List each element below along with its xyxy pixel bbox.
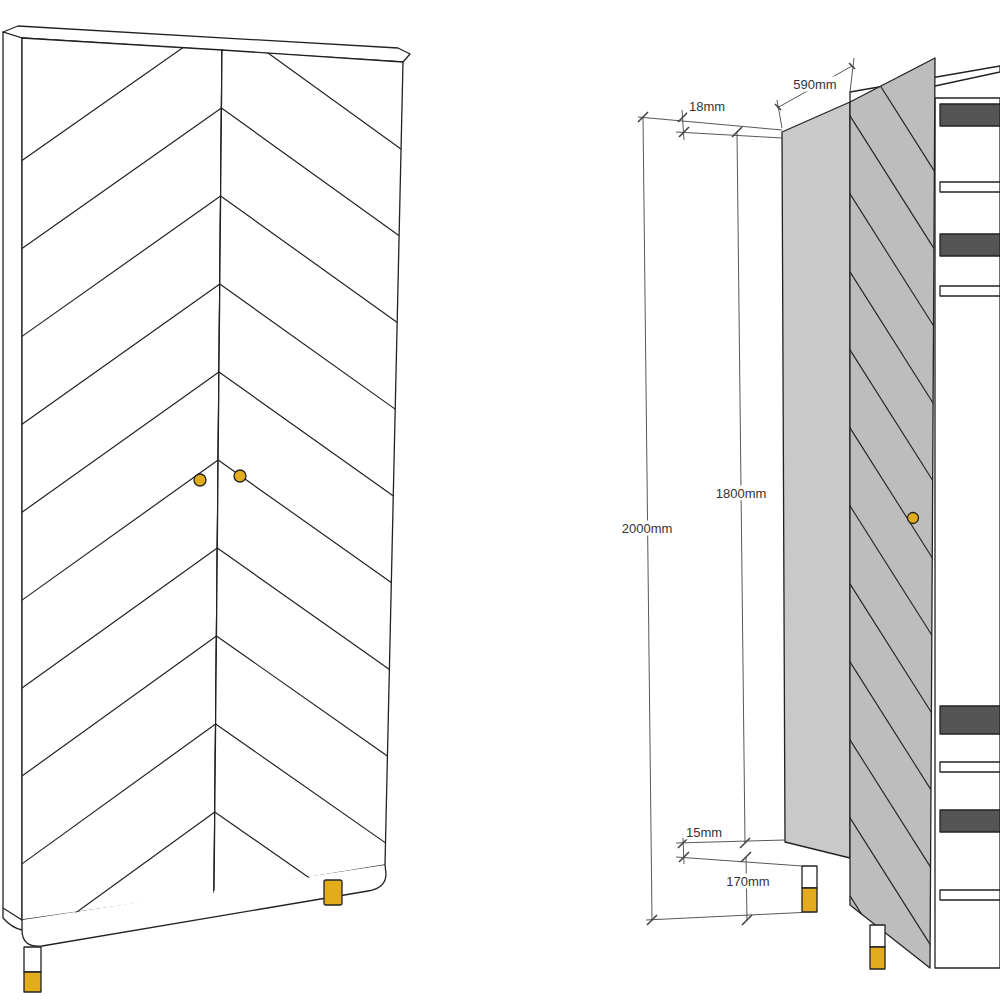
dimension-label: 170mm: [724, 874, 771, 889]
chevron-line: [219, 372, 430, 522]
chevron-line: [0, 108, 221, 271]
chevron-line: [0, 20, 222, 183]
chevron-line: [218, 460, 430, 610]
chevron-line: [845, 420, 940, 570]
chevron-line: [0, 196, 221, 359]
dimension-label: 1800mm: [714, 486, 769, 501]
plinth: [22, 865, 386, 946]
chevron-line: [845, 498, 940, 648]
dimension-lines: [638, 58, 855, 925]
shelf: [940, 890, 1000, 900]
extension-line: [646, 912, 812, 920]
extension-line: [676, 857, 802, 866]
chevron-line: [845, 576, 940, 726]
door-knob: [234, 470, 246, 482]
leg-foot: [24, 972, 41, 992]
extension-line: [850, 58, 854, 92]
chevron-line: [0, 460, 218, 623]
shelf: [940, 234, 1000, 256]
dimension-label: 18mm: [687, 99, 727, 114]
extension-line: [676, 132, 782, 138]
chevron-line: [845, 108, 940, 258]
extension-line: [676, 840, 785, 843]
chevron-line: [215, 812, 430, 962]
leg-foot: [324, 880, 342, 905]
chevron-line: [0, 548, 217, 711]
shelf: [940, 706, 1000, 734]
dimension-label: 590mm: [791, 77, 838, 92]
door-knob: [908, 513, 919, 524]
dimension-line: [777, 66, 852, 108]
dimension-ticks: [638, 63, 855, 925]
chevron-line: [845, 810, 940, 960]
shelf: [940, 810, 1000, 832]
chevron-line: [0, 372, 219, 535]
door-chevrons: [0, 20, 222, 1000]
leg-top: [870, 925, 885, 947]
door-gap: [214, 50, 222, 893]
shelf: [940, 762, 1000, 772]
door-chevrons: [213, 20, 430, 1000]
right-door: [214, 50, 403, 893]
door-knob: [194, 474, 206, 486]
cabinet-interior: [935, 98, 1000, 968]
chevron-line: [222, 20, 430, 170]
chevron-line: [216, 724, 430, 874]
dimension-line: [643, 117, 652, 920]
plinth-side: [3, 908, 22, 930]
chevron-line: [214, 900, 430, 1000]
chevron-line: [0, 812, 215, 975]
chevron-line: [0, 900, 214, 1000]
chevron-line: [845, 342, 940, 492]
chevron-line: [221, 196, 430, 346]
chevron-line: [0, 284, 220, 447]
chevron-line: [845, 654, 940, 804]
leg-top: [24, 947, 41, 972]
leg-foot: [802, 888, 817, 912]
leg-top: [802, 866, 817, 888]
dimension-line: [682, 110, 684, 140]
cabinet-side-panel: [782, 102, 850, 858]
chevron-line: [845, 30, 940, 180]
extension-line: [638, 117, 782, 130]
chevron-line: [221, 108, 430, 258]
extension-line: [777, 100, 782, 128]
dimension-label: 2000mm: [620, 521, 675, 536]
dimension-line: [746, 857, 747, 920]
chevron-line: [0, 724, 216, 887]
door-chevrons: [845, 30, 940, 1000]
open-door: [850, 58, 935, 968]
shelf: [940, 286, 1000, 296]
shelf: [940, 182, 1000, 192]
chevron-line: [845, 888, 940, 1000]
chevron-line: [220, 284, 430, 434]
open-wardrobe: [782, 30, 1000, 1000]
chevron-line: [216, 636, 430, 786]
chevron-line: [845, 264, 940, 414]
wardrobe-side: [3, 32, 22, 920]
closed-wardrobe: [0, 20, 430, 1000]
chevron-line: [217, 548, 430, 698]
chevron-line: [845, 966, 940, 1000]
chevron-line: [845, 732, 940, 882]
shelf: [940, 104, 1000, 126]
chevron-line: [845, 186, 940, 336]
leg-foot: [870, 947, 885, 969]
chevron-line: [0, 636, 216, 799]
chevron-line: [213, 988, 430, 1000]
dimension-label: 15mm: [684, 825, 724, 840]
